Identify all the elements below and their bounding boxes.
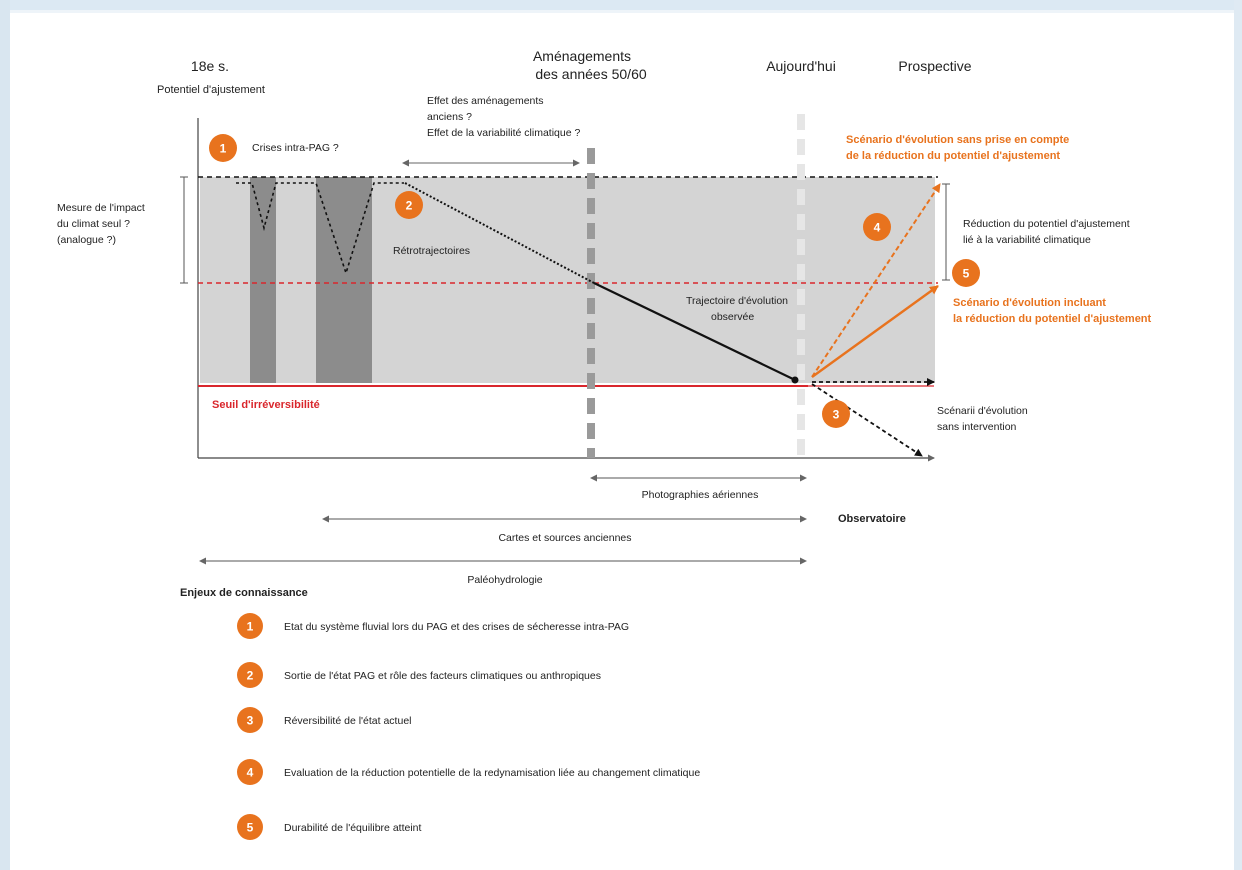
scenario-incl-label-1: Scénario d'évolution incluant xyxy=(953,297,1106,309)
enjeu-text-4: Evaluation de la réduction potentielle d… xyxy=(284,767,700,779)
scenario-sans-label-2: de la réduction du potentiel d'ajustemen… xyxy=(846,150,1060,162)
retro-label: Rétrotrajectoires xyxy=(393,245,470,257)
observatoire-label: Observatoire xyxy=(838,513,906,525)
timeline-paleo-label: Paléohydrologie xyxy=(467,574,542,586)
reduction-label-1: Réduction du potentiel d'ajustement xyxy=(963,218,1130,230)
svg-text:5: 5 xyxy=(963,267,970,281)
marker-3: 3 xyxy=(822,400,850,428)
timeline-cartes-label: Cartes et sources anciennes xyxy=(498,532,631,544)
svg-text:5: 5 xyxy=(247,821,254,835)
crisis-bar-1 xyxy=(250,177,276,383)
enjeu-item-3: 3 Réversibilité de l'état actuel xyxy=(237,707,412,733)
frame-top-border xyxy=(0,0,1242,10)
marker-1: 1 xyxy=(209,134,237,162)
svg-text:4: 4 xyxy=(874,221,881,235)
enjeu-badge-3 xyxy=(237,707,263,733)
mesure-label-3: (analogue ?) xyxy=(57,234,116,246)
enjeu-item-2: 2 Sortie de l'état PAG et rôle des facte… xyxy=(237,662,601,688)
trajectory-label-1: Trajectoire d'évolution xyxy=(686,295,788,307)
trajectory-label-2: observée xyxy=(711,311,754,323)
svg-text:2: 2 xyxy=(247,669,254,683)
enjeu-item-1: 1 Etat du système fluvial lors du PAG et… xyxy=(237,613,629,639)
svg-text:1: 1 xyxy=(220,142,227,156)
marker-5: 5 xyxy=(952,259,980,287)
enjeu-item-4: 4 Evaluation de la réduction potentielle… xyxy=(237,759,700,785)
observed-trajectory xyxy=(593,282,794,380)
marker-4: 4 xyxy=(863,213,891,241)
effet-label-2: anciens ? xyxy=(427,111,472,123)
enjeu-text-2: Sortie de l'état PAG et rôle des facteur… xyxy=(284,670,601,682)
orange-scenario-up-arrow xyxy=(811,183,941,378)
y-axis-label: Potentiel d'ajustement xyxy=(157,84,265,96)
svg-text:1: 1 xyxy=(247,620,254,634)
scenarii-label-2: sans intervention xyxy=(937,421,1017,433)
col-header-today: Aujourd'hui xyxy=(766,58,836,74)
svg-text:3: 3 xyxy=(247,714,254,728)
orange-scenario-mid-arrow xyxy=(811,285,939,378)
crisis-bar-2 xyxy=(316,177,372,383)
effet-label-1: Effet des aménagements xyxy=(427,95,544,107)
adjustment-potential-band xyxy=(200,177,935,383)
enjeux-title: Enjeux de connaissance xyxy=(180,587,308,599)
frame-inner-border xyxy=(10,10,1234,13)
timeline-photos-label: Photographies aériennes xyxy=(642,489,759,501)
reduction-label-2: lié à la variabilité climatique xyxy=(963,234,1091,246)
frame-right-border xyxy=(1234,0,1242,870)
seuil-label: Seuil d'irréversibilité xyxy=(212,399,320,411)
mesure-label-1: Mesure de l'impact xyxy=(57,202,145,214)
enjeu-badge-1 xyxy=(237,613,263,639)
svg-text:4: 4 xyxy=(247,766,254,780)
trajectory-end-dot xyxy=(791,376,799,384)
svg-text:2: 2 xyxy=(406,199,413,213)
scenario-incl-label-2: la réduction du potentiel d'ajustement xyxy=(953,313,1152,325)
scenarii-label-1: Scénarii d'évolution xyxy=(937,405,1028,417)
enjeu-text-1: Etat du système fluvial lors du PAG et d… xyxy=(284,621,629,633)
enjeu-text-5: Durabilité de l'équilibre atteint xyxy=(284,822,422,834)
mesure-label-2: du climat seul ? xyxy=(57,218,130,230)
scenario-down-arrow xyxy=(811,383,923,457)
enjeu-badge-4 xyxy=(237,759,263,785)
enjeu-badge-5 xyxy=(237,814,263,840)
scenario-sans-label-1: Scénario d'évolution sans prise en compt… xyxy=(846,134,1069,146)
enjeu-item-5: 5 Durabilité de l'équilibre atteint xyxy=(237,814,422,840)
enjeu-text-3: Réversibilité de l'état actuel xyxy=(284,715,412,727)
enjeu-badge-2 xyxy=(237,662,263,688)
svg-text:3: 3 xyxy=(833,408,840,422)
col-header-amenag-2: des années 50/60 xyxy=(535,66,647,82)
col-header-18: 18e s. xyxy=(191,58,229,74)
crises-label: Crises intra-PAG ? xyxy=(252,142,339,154)
effet-label-3: Effet de la variabilité climatique ? xyxy=(427,127,580,139)
col-header-prospective: Prospective xyxy=(898,58,971,74)
marker-2: 2 xyxy=(395,191,423,219)
col-header-amenag-1: Aménagements xyxy=(533,48,631,64)
frame-left-border xyxy=(0,0,10,870)
